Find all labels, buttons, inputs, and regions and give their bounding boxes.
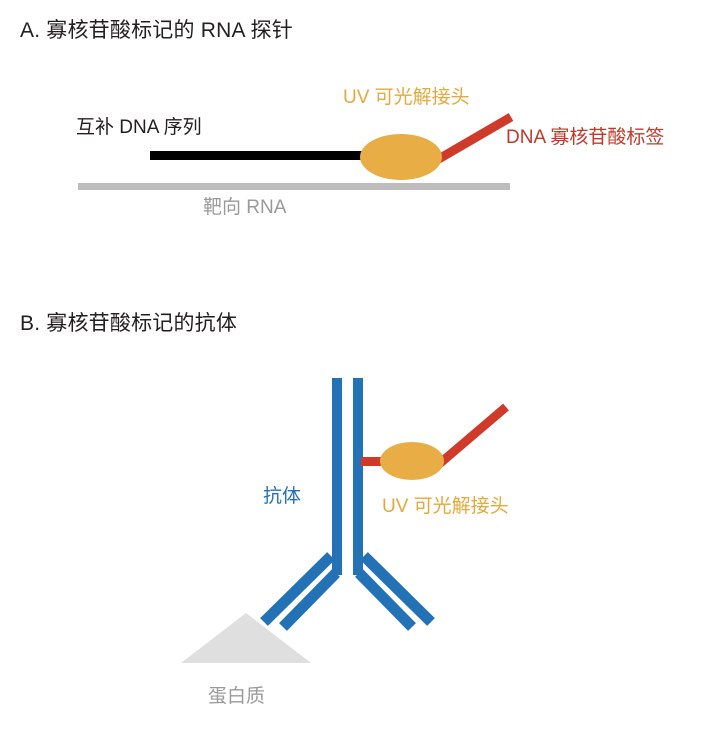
antibody-arm-left-outer xyxy=(260,552,335,626)
uv-photocleavable-linker-b xyxy=(380,442,444,480)
label-uv-photocleavable-linker-b: UV 可光解接头 xyxy=(382,496,509,517)
protein-triangle xyxy=(181,613,311,663)
antibody-heavy-chain-left xyxy=(332,378,342,575)
oligo-connector-stub xyxy=(361,457,387,466)
label-uv-photocleavable-linker-a: UV 可光解接头 xyxy=(343,87,470,108)
dna-oligo-tag-strand-a xyxy=(434,113,514,164)
complementary-dna-strand xyxy=(150,151,372,160)
label-dna-oligo-tag: DNA 寡核苷酸标签 xyxy=(506,127,665,148)
label-protein: 蛋白质 xyxy=(208,686,266,707)
uv-photocleavable-linker-a xyxy=(360,134,442,180)
antibody-arm-left-inner xyxy=(279,569,340,631)
dna-oligo-tag-strand-b xyxy=(435,403,509,469)
target-rna-strand xyxy=(78,183,510,190)
label-complementary-dna: 互补 DNA 序列 xyxy=(76,117,202,138)
label-antibody: 抗体 xyxy=(263,486,302,507)
antibody-arm-right-inner xyxy=(355,569,416,631)
antibody-arm-right-outer xyxy=(360,552,435,626)
panel-b-title: B. 寡核苷酸标记的抗体 xyxy=(20,312,238,335)
antibody-heavy-chain-right xyxy=(353,378,363,575)
panel-a-title: A. 寡核苷酸标记的 RNA 探针 xyxy=(20,19,293,42)
panel-b-graphics xyxy=(181,378,509,663)
label-target-rna: 靶向 RNA xyxy=(203,197,287,218)
